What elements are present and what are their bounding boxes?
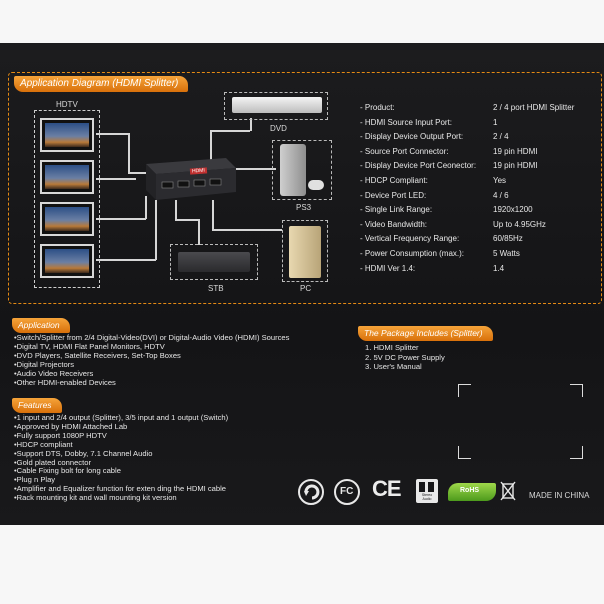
- cable: [128, 133, 130, 173]
- corner-mark: [570, 384, 583, 397]
- dvd-player: [232, 97, 322, 113]
- list-item: HDCP compliant: [14, 440, 228, 450]
- weee-bin-icon: [500, 480, 516, 507]
- application-diagram-panel: [8, 72, 602, 304]
- ps3-label: PS3: [296, 203, 312, 212]
- list-item: Digital TV, HDMI Flat Panel Monitors, HD…: [14, 342, 289, 352]
- spec-row: - Source Port Connector:19 pin HDMI: [360, 146, 538, 156]
- cable: [96, 218, 146, 220]
- corner-mark: [570, 446, 583, 459]
- cable: [175, 219, 199, 221]
- features-title: Features: [12, 398, 62, 413]
- cable: [250, 118, 252, 131]
- hdtv-screen: [40, 244, 94, 278]
- corner-mark: [458, 384, 471, 397]
- package-title: The Package Includes (Splitter): [358, 326, 493, 341]
- hdtv-screen: [40, 202, 94, 236]
- cable: [212, 200, 214, 230]
- list-item: Gold plated connector: [14, 458, 228, 468]
- list-item: Audio Video Receivers: [14, 369, 289, 379]
- list-item: Amplifier and Equalizer function for ext…: [14, 484, 228, 494]
- features-list: 1 input and 2/4 output (Splitter), 3/5 i…: [14, 413, 229, 503]
- spec-row: - Single Link Range:1920x1200: [360, 205, 533, 215]
- hdtv-screen: [40, 118, 94, 152]
- application-list: Switch/Splitter from 2/4 Digital-Video(D…: [14, 333, 290, 388]
- rohs-text: RoHS: [460, 487, 480, 494]
- spec-row: - Display Device Output Port:2 / 4: [360, 132, 509, 142]
- spec-row: - HDMI Source Input Port:1: [360, 117, 498, 127]
- spec-row: - Device Port LED:4 / 6: [360, 190, 509, 200]
- stereo-audio-icon: Stereo Audio: [416, 479, 438, 503]
- spec-row: - Display Device Port Ceonector:19 pin H…: [360, 161, 538, 171]
- cable: [145, 196, 147, 219]
- rohs-leaf-icon: RoHS: [448, 483, 496, 501]
- ps3-group: [272, 140, 332, 200]
- cable: [96, 259, 156, 261]
- hdtv-group: [34, 110, 100, 288]
- list-item: 2. 5V DC Power Supply: [365, 352, 445, 362]
- cable: [155, 200, 157, 260]
- list-item: Switch/Splitter from 2/4 Digital-Video(D…: [14, 333, 290, 343]
- fcc-logo: FC: [334, 479, 360, 510]
- package-list: 1. HDMI Splitter 2. 5V DC Power Supply 3…: [365, 343, 445, 372]
- pc-tower: [289, 226, 321, 278]
- list-item: Rack mounting kit and wall mounting kit …: [14, 493, 228, 503]
- dvd-group: [224, 92, 328, 120]
- made-in-china: MADE IN CHINA: [529, 491, 590, 500]
- dvd-label: DVD: [270, 124, 287, 133]
- controller-icon: [308, 180, 324, 190]
- list-item: Support DTS, Dobby, 7.1 Channel Audio: [14, 449, 228, 459]
- set-top-box: [178, 252, 250, 272]
- list-item: DVD Players, Satellite Receivers, Set-To…: [14, 351, 289, 361]
- cable: [175, 200, 177, 220]
- application-title: Application: [12, 318, 70, 333]
- spec-row: - Vertical Frequency Range:60/85Hz: [360, 234, 523, 244]
- cable: [96, 178, 136, 180]
- ps3-console: [280, 144, 306, 196]
- hdtv-label: HDTV: [56, 100, 78, 109]
- list-item: Plug n Play: [14, 475, 228, 485]
- stb-group: [170, 244, 258, 280]
- list-item: Other HDMI-enabled Devices: [14, 378, 289, 388]
- hdtv-screen: [40, 160, 94, 194]
- spec-row: - Video Bandwidth:Up to 4.95GHz: [360, 219, 546, 229]
- fcc-text: FC: [340, 486, 354, 497]
- spec-row: - HDMI Ver 1.4:1.4: [360, 263, 505, 273]
- list-item: Digital Projectors: [14, 360, 289, 370]
- list-item: Approved by HDMI Attached Lab: [14, 422, 228, 432]
- list-item: Fully support 1080P HDTV: [14, 431, 228, 441]
- spec-row: - Power Consumption (max.):5 Watts: [360, 248, 520, 258]
- spec-table: - Product:2 / 4 port HDMI Splitter - HDM…: [360, 101, 596, 276]
- recycle-icon: [298, 479, 324, 510]
- cable: [96, 133, 130, 135]
- cable: [236, 168, 276, 170]
- splitter-brand: HDMI: [189, 167, 207, 175]
- cable: [210, 130, 212, 160]
- list-item: Cable Fixing bolt for long cable: [14, 467, 228, 476]
- spec-row: - HDCP Compliant:Yes: [360, 175, 507, 185]
- ce-mark: CE: [372, 476, 402, 501]
- hdmi-splitter-device: HDMI: [138, 158, 236, 200]
- stereo-audio-text: Stereo Audio: [421, 493, 433, 501]
- corner-mark: [458, 446, 471, 459]
- stb-label: STB: [208, 284, 224, 293]
- pc-label: PC: [300, 284, 312, 293]
- list-item: 3. User's Manual: [365, 362, 422, 371]
- cable: [212, 229, 282, 231]
- spec-row: - Product:2 / 4 port HDMI Splitter: [360, 103, 575, 112]
- diagram-title: Application Diagram (HDMI Splitter): [14, 76, 189, 92]
- cable: [198, 219, 200, 245]
- pc-group: [282, 220, 328, 282]
- list-item: 1 input and 2/4 output (Splitter), 3/5 i…: [14, 413, 229, 423]
- list-item: 1. HDMI Splitter: [365, 343, 419, 352]
- cable: [128, 172, 148, 174]
- cable: [210, 130, 250, 132]
